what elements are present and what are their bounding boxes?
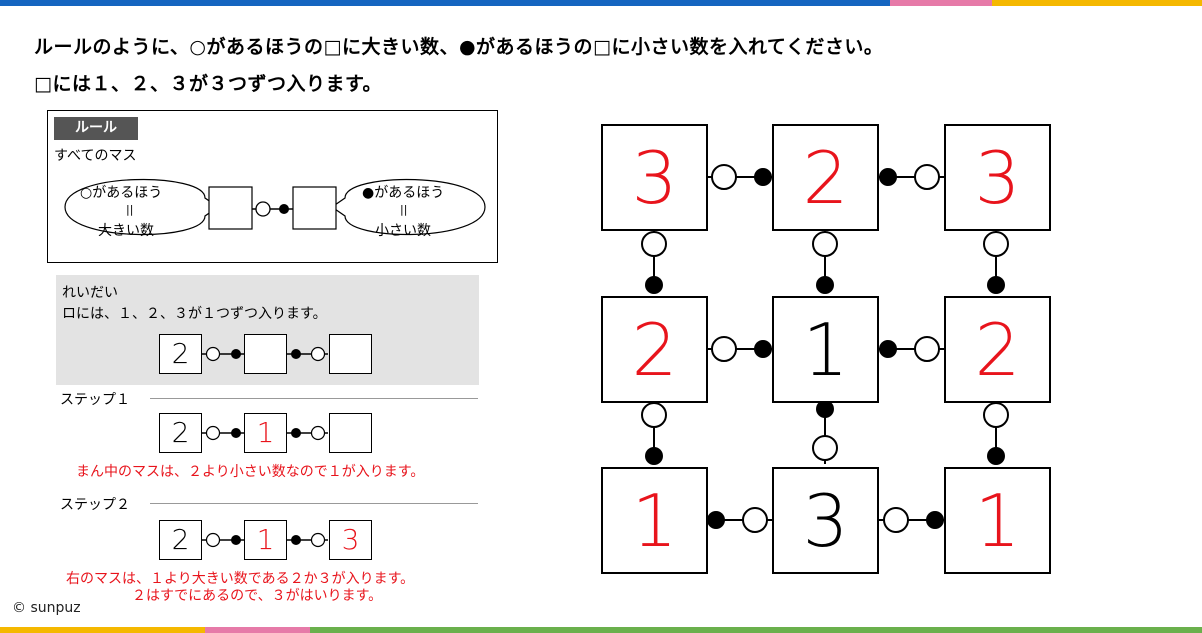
right-bubble-eq: || [400,203,408,216]
instruction-line-2: □には１、２、３が３つずつ入ります。 [34,73,383,95]
example-cell-3 [329,334,372,374]
step1-cell-2: 1 [244,413,287,453]
example-connectors [202,346,328,362]
grid-cell-r3c3[interactable]: 1 [944,467,1051,574]
white-circle-icon [742,507,768,533]
step2-cell-2: 1 [244,520,287,560]
left-bubble-top: ○があるほう [80,185,163,201]
black-circle-icon [231,349,241,359]
step1-divider [150,398,478,399]
white-circle-icon [255,201,271,217]
rule-box [47,110,498,263]
top-bar-yellow [992,0,1202,6]
example-label: れいだい [62,285,118,301]
white-circle-icon [914,336,940,362]
white-circle-icon [883,507,909,533]
rule-box-left [208,186,253,230]
grid-cell-r2c2: 1 [772,296,879,403]
black-circle-icon [279,204,289,214]
grid-cell-r3c1[interactable]: 1 [601,467,708,574]
white-circle-icon [983,402,1009,428]
rule-label: ルール [54,117,138,140]
black-circle-icon [926,511,944,529]
black-circle-icon [987,447,1005,465]
grid-cell-r1c1[interactable]: 3 [601,124,708,231]
white-circle-icon [641,231,667,257]
white-circle-icon [310,532,326,548]
black-circle-icon [987,276,1005,294]
white-circle-icon [983,231,1009,257]
step2-cell-3: 3 [329,520,372,560]
black-circle-icon [754,168,772,186]
example-text: ロには、１、２、３が１つずつ入ります。 [62,306,327,322]
step1-label: ステップ１ [60,392,130,408]
grid-connectors [641,164,1009,533]
step1-connectors [202,425,328,441]
example-cell-1: 2 [159,334,202,374]
step2-note-2: ２はすでにあるので、３がはいります。 [132,588,383,604]
bottom-bar-pink [205,627,310,633]
black-circle-icon [291,535,301,545]
black-circle-icon [707,511,725,529]
instruction-line-1: ルールのように、○があるほうの□に大きい数、●があるほうの□に小さい数を入れてく… [34,36,884,58]
white-circle-icon [914,164,940,190]
copyright: © sunpuz [12,600,81,616]
step2-label: ステップ２ [60,497,130,513]
step2-cell-1: 2 [159,520,202,560]
black-circle-icon [231,428,241,438]
top-bar-pink [890,0,992,6]
black-circle-icon [879,168,897,186]
grid-cell-r2c1[interactable]: 2 [601,296,708,403]
black-circle-icon [754,340,772,358]
black-circle-icon [816,400,834,418]
white-circle-icon [641,402,667,428]
white-circle-icon [310,346,326,362]
right-bubble-bottom: 小さい数 [375,223,431,239]
grid-cell-r2c3[interactable]: 2 [944,296,1051,403]
step2-connectors [202,532,328,548]
white-circle-icon [205,425,221,441]
grid-cell-r3c2: 3 [772,467,879,574]
grid-cell-r1c2[interactable]: 2 [772,124,879,231]
right-bubble-top: ●があるほう [362,185,445,201]
black-circle-icon [291,349,301,359]
rule-subtitle: すべてのマス [54,148,137,164]
step1-cell-3 [329,413,372,453]
left-bubble-bottom: 大きい数 [98,223,154,239]
top-bar-blue [0,0,890,6]
white-circle-icon [310,425,326,441]
black-circle-icon [291,428,301,438]
white-circle-icon [812,231,838,257]
step1-cell-1: 2 [159,413,202,453]
white-circle-icon [205,532,221,548]
step2-note-1: 右のマスは、１より大きい数である２か３が入ります。 [66,571,415,587]
white-circle-icon [812,435,838,461]
white-circle-icon [711,164,737,190]
rule-diagram [64,178,486,236]
bottom-bar-green [310,627,1202,633]
step2-divider [150,503,478,504]
black-circle-icon [645,447,663,465]
white-circle-icon [205,346,221,362]
step1-note: まん中のマスは、２より小さい数なので１が入ります。 [76,464,425,480]
black-circle-icon [645,276,663,294]
black-circle-icon [879,340,897,358]
rule-box-right [292,186,337,230]
black-circle-icon [231,535,241,545]
grid-cell-r1c3[interactable]: 3 [944,124,1051,231]
white-circle-icon [711,336,737,362]
example-cell-2 [244,334,287,374]
left-bubble-eq: || [126,203,134,216]
black-circle-icon [816,276,834,294]
bottom-bar-yellow [0,627,205,633]
